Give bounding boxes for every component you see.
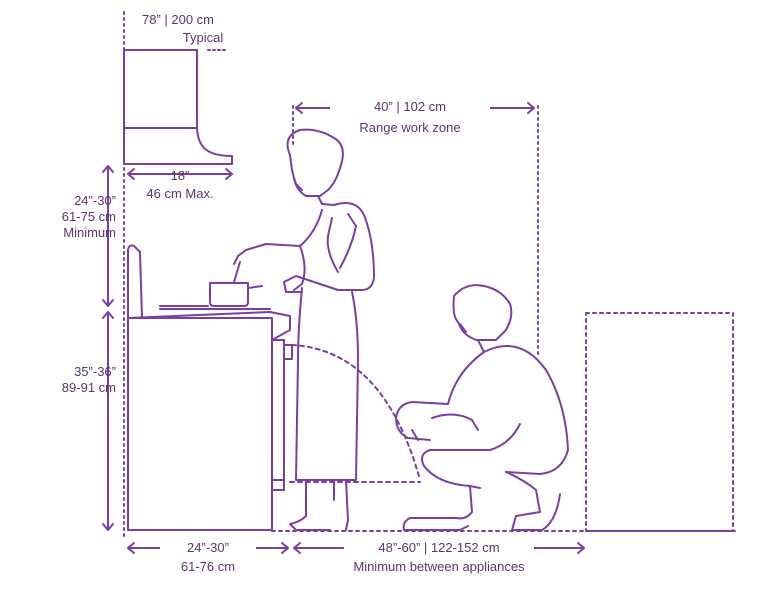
hood-clearance-dimension [102,165,114,307]
appliance-gap-sublabel: Minimum between appliances [353,559,525,574]
counter-height-metric: 89-91 cm [61,380,116,395]
counter-height-label: 35”-36” [74,364,116,379]
hood-depth-dimension [127,168,233,180]
oven-door-swing [291,344,421,481]
range-hood [123,49,233,165]
hood-height-label: 78” | 200 cm [141,12,215,27]
range-width-label: 24”-30” [160,540,256,556]
hood-height-sublabel: Typical [182,30,224,45]
hood-clearance-metric: 61-75 cm [61,209,116,224]
work-zone-label: 40” | 102 cm [330,99,490,115]
range-width-metric: 61-76 cm [180,559,236,574]
appliance-gap-label: 48”-60” | 122-152 cm [344,540,534,556]
work-zone-sublabel: Range work zone [359,120,461,135]
next-appliance-outline [585,312,734,532]
range-stove [127,244,293,531]
hood-depth-label: 18” [170,168,190,183]
crouching-person [395,284,569,531]
pot [209,261,263,307]
counter-height-dimension [102,311,114,531]
standing-person [233,128,375,531]
hood-depth-sublabel: 46 cm Max. [146,186,214,201]
hood-clearance-minimum: Minimum [63,225,116,240]
hood-clearance-label: 24”-30” [74,193,116,208]
